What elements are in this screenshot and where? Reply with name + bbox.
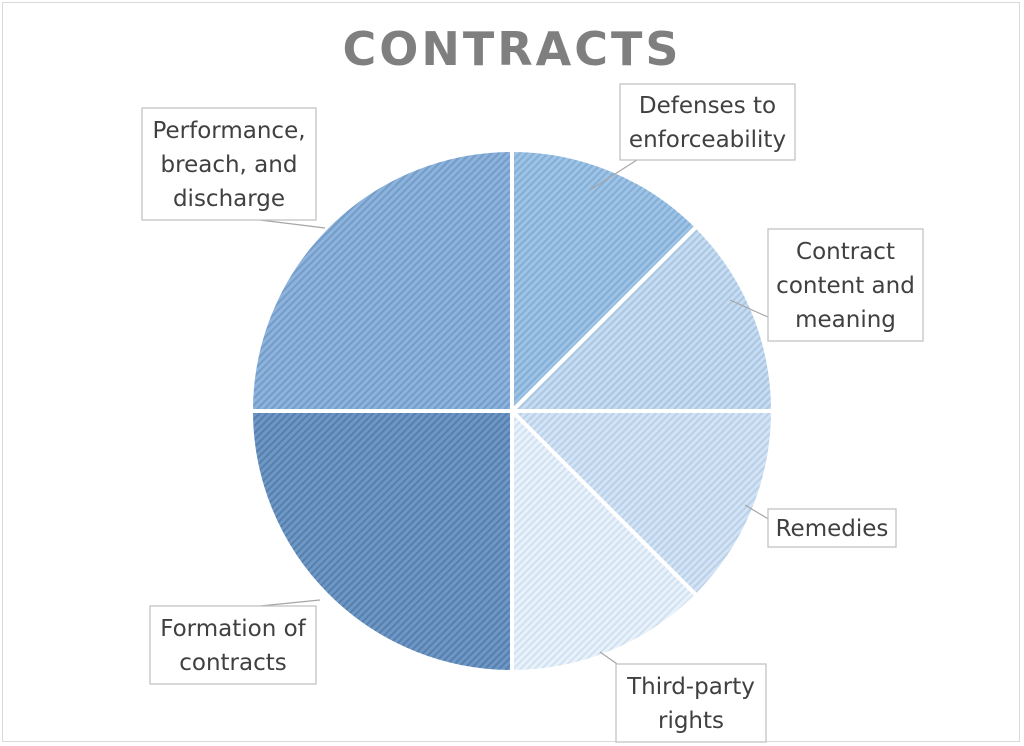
data-label-box bbox=[767, 228, 924, 342]
data-label-text: content and bbox=[776, 273, 915, 299]
data-label-performance-breach-and-discharge: Performance, breach, and discharge bbox=[141, 107, 317, 221]
data-label-text: enforceability bbox=[629, 127, 786, 153]
pie-slice-performance-breach-and-discharge bbox=[249, 148, 514, 413]
data-label-text: Formation of bbox=[160, 616, 306, 642]
data-label-text: Defenses to bbox=[639, 93, 776, 119]
leader-line-contract-content-and-meaning bbox=[729, 299, 771, 319]
data-label-box bbox=[619, 83, 796, 161]
chart-title: CONTRACTS bbox=[342, 22, 682, 76]
pie-slice-remedies bbox=[510, 409, 775, 598]
leader-line-formation-of-contracts bbox=[259, 599, 321, 607]
data-label-box bbox=[149, 605, 317, 685]
leader-line-remedies bbox=[744, 504, 771, 521]
data-label-formation-of-contracts: Formation of contracts bbox=[149, 605, 317, 685]
pie-slice-third-party-rights bbox=[510, 409, 699, 674]
leader-line-defenses-to-enforceability bbox=[589, 157, 641, 191]
data-label-text: Contract bbox=[796, 239, 895, 265]
data-label-text: Third-party bbox=[626, 674, 755, 700]
data-label-text: Remedies bbox=[776, 516, 889, 542]
data-label-text: contracts bbox=[179, 650, 287, 676]
data-label-third-party-rights: Third-party rights bbox=[615, 663, 767, 743]
data-label-box bbox=[767, 508, 897, 548]
pie-slice-contract-content-and-meaning bbox=[510, 224, 775, 413]
pie-slice-formation-of-contracts bbox=[249, 409, 514, 674]
data-label-text: breach, and bbox=[161, 152, 298, 178]
data-label-box bbox=[615, 663, 767, 743]
pie-slice-defenses-to-enforceability bbox=[510, 148, 699, 413]
data-label-text: meaning bbox=[795, 307, 896, 333]
data-label-contract-content-and-meaning: Contract content and meaning bbox=[767, 228, 924, 342]
data-label-defenses-to-enforceability: Defenses to enforceability bbox=[619, 83, 796, 161]
data-label-remedies: Remedies bbox=[767, 508, 897, 548]
leader-line-performance-breach-and-discharge bbox=[259, 219, 326, 229]
data-label-text: rights bbox=[658, 708, 724, 734]
data-label-text: discharge bbox=[173, 186, 285, 212]
data-label-box bbox=[141, 107, 317, 221]
data-label-text: Performance, bbox=[152, 118, 305, 144]
